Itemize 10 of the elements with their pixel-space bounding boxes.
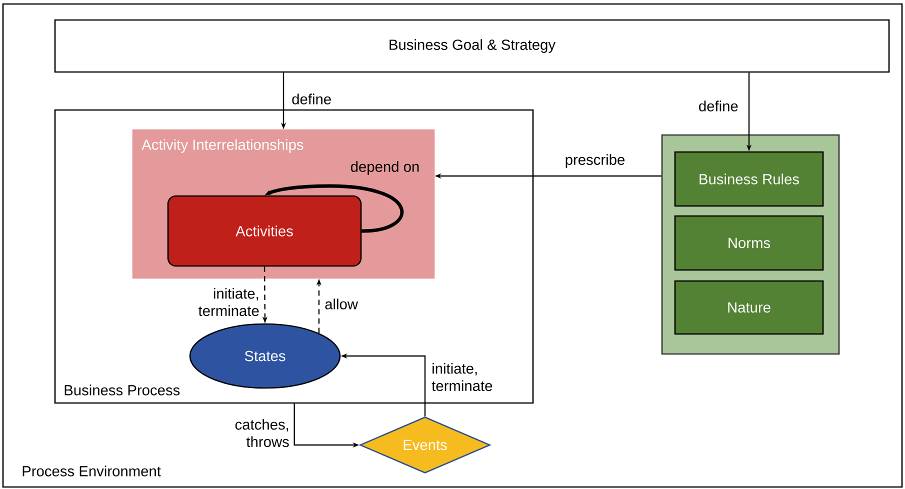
edge-label: allow bbox=[325, 298, 358, 310]
edge-label: prescribe bbox=[566, 154, 624, 168]
edge-label: depend on bbox=[350, 161, 419, 175]
edge-label: define bbox=[699, 100, 738, 112]
edge-label: catches, throws bbox=[235, 418, 289, 448]
edge-label: define bbox=[292, 94, 331, 104]
activity-box: Activities bbox=[167, 195, 362, 267]
goal-box: Business Goal & Strategy bbox=[54, 19, 890, 73]
edge-label: initiate, terminate bbox=[432, 362, 492, 392]
edge-label: initiate, terminate bbox=[198, 288, 259, 316]
